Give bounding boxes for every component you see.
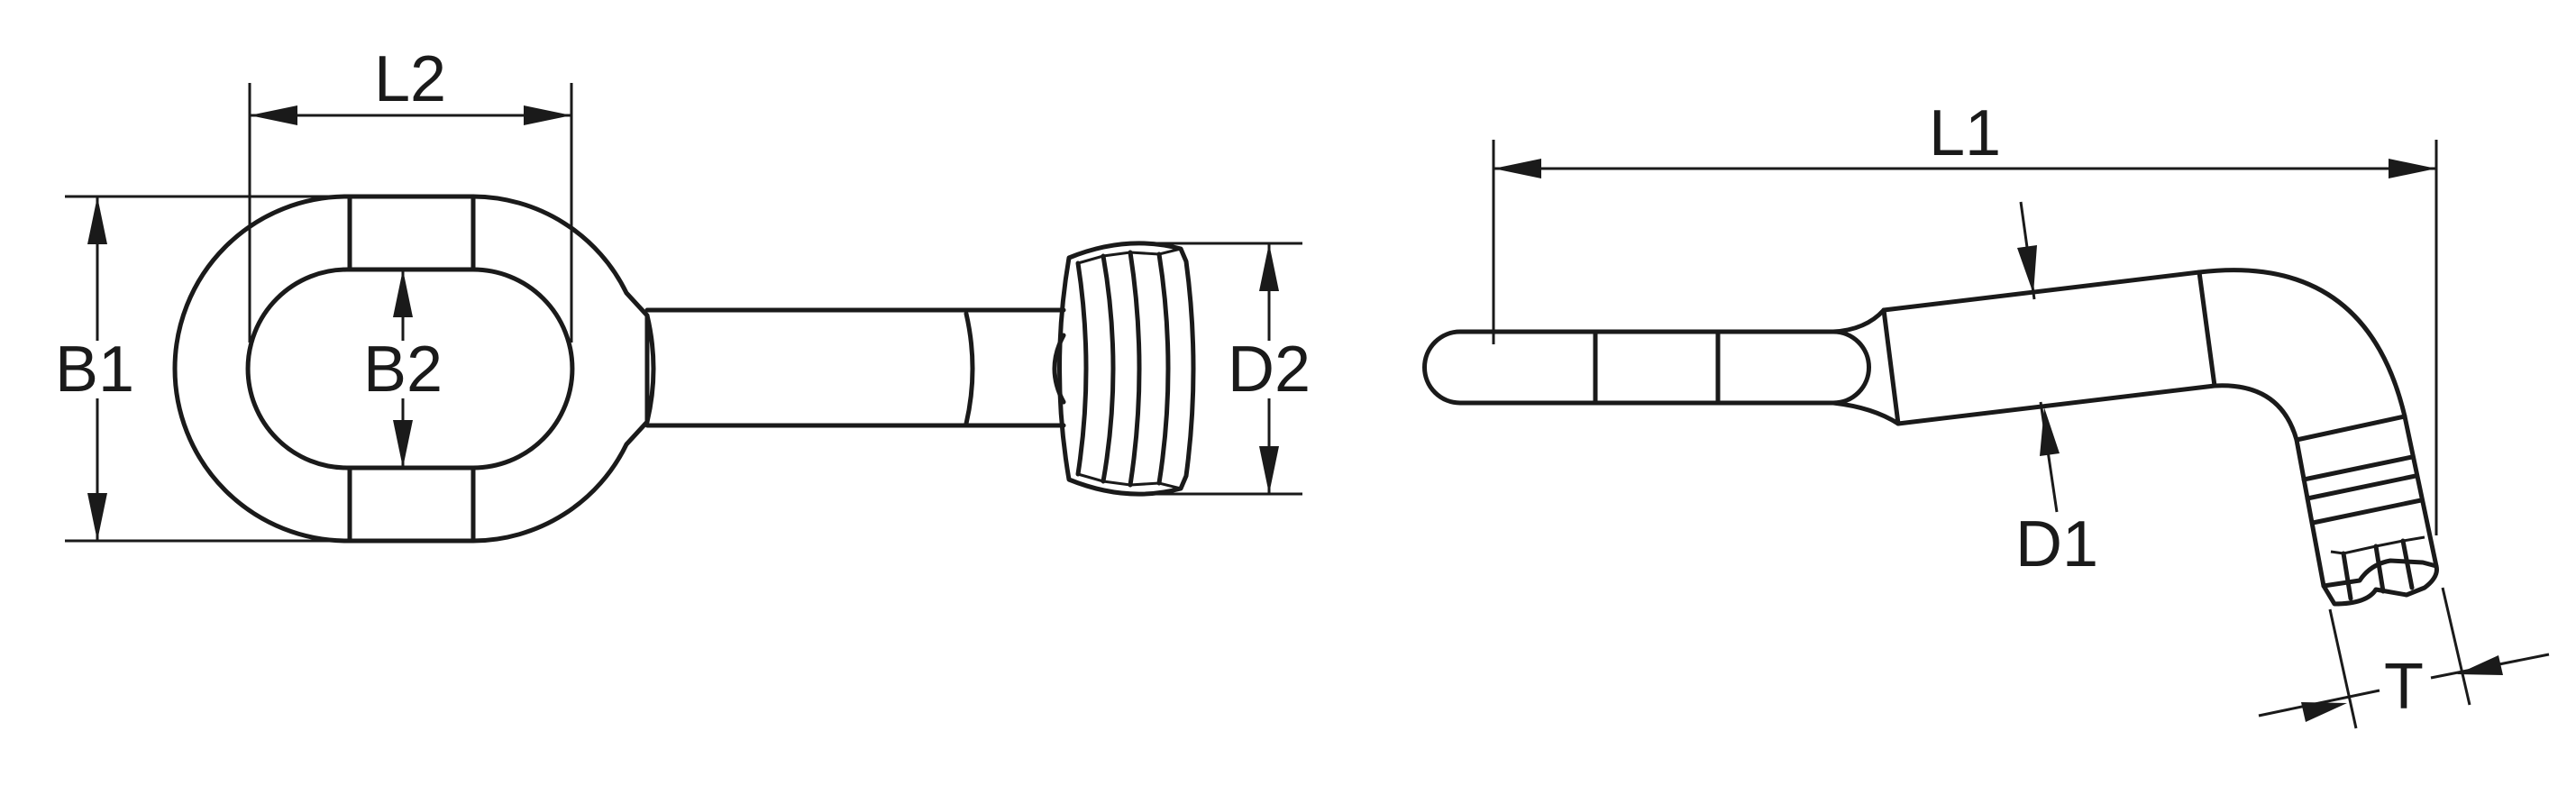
- dimension-b2: B2: [363, 270, 443, 468]
- thread-ridge-4: [1156, 251, 1171, 486]
- l1-label: L1: [1929, 97, 2001, 169]
- side-thread-tip-groove-3: [2400, 538, 2415, 590]
- b2-arrow-bottom: [393, 420, 413, 468]
- l1-arrow-left: [1494, 159, 1541, 178]
- eye-neck: [644, 313, 656, 425]
- t-extension-right: [2441, 587, 2471, 706]
- thread-ridge-3: [1128, 250, 1142, 488]
- side-neck-bottom: [1831, 400, 1901, 426]
- side-bend-inner: [2212, 383, 2299, 443]
- side-shank-top-edge: [1881, 270, 2202, 313]
- side-shank-bottom-edge: [1895, 383, 2217, 426]
- dimension-d1: D1: [2015, 201, 2098, 580]
- side-thread-band-4: [2310, 498, 2424, 526]
- side-thread-band-3: [2305, 473, 2418, 501]
- t-label: T: [2384, 651, 2424, 723]
- d2-arrow-bottom: [1259, 446, 1279, 494]
- side-neck-top: [1831, 307, 1886, 334]
- side-thread-band-2: [2301, 454, 2415, 482]
- t-arrow-left: [2301, 702, 2347, 722]
- side-thread-tip-flank: [2330, 535, 2425, 555]
- eye-bolt-side-view: [1422, 268, 2439, 607]
- dimension-t: T: [2258, 587, 2550, 729]
- b1-label: B1: [55, 334, 134, 406]
- side-eye-section: [1422, 329, 1871, 406]
- d1-arrow-bottom: [2040, 407, 2060, 456]
- l2-arrow-right: [524, 105, 571, 125]
- dimension-l2: L2: [248, 43, 573, 343]
- d2-arrow-top: [1259, 243, 1279, 291]
- t-arrow-right: [2457, 655, 2503, 675]
- dimension-d2: D2: [1145, 242, 1311, 496]
- side-shank-collar-end: [2197, 270, 2217, 388]
- b1-arrow-top: [87, 196, 107, 244]
- side-thread-outer-edge: [2402, 414, 2439, 569]
- l2-arrow-left: [250, 105, 297, 125]
- eye-bolt-front-view: [172, 194, 1196, 544]
- t-extension-left: [2328, 608, 2358, 729]
- thread-crest-bottom: [1077, 472, 1182, 490]
- b2-label: B2: [363, 334, 443, 406]
- d1-dimension-line-lower: [2039, 401, 2059, 513]
- side-thread-tip-groove-1: [2341, 551, 2353, 601]
- b2-arrow-top: [393, 270, 413, 317]
- thread-ridge-1: [1075, 260, 1089, 477]
- l2-label: L2: [374, 43, 446, 115]
- d1-arrow-top: [2017, 245, 2037, 294]
- side-bend-outer: [2197, 268, 2407, 419]
- side-shank-collar-start: [1881, 307, 1901, 426]
- dimension-l1: L1: [1492, 97, 2438, 535]
- side-thread-tip-groove-2: [2373, 544, 2386, 594]
- thread-end-cap: [1052, 333, 1066, 405]
- b1-arrow-bottom: [87, 493, 107, 541]
- dimension-b1: B1: [55, 195, 347, 543]
- eye-outer-outline: [172, 194, 650, 544]
- thread-ridge-2: [1101, 253, 1116, 484]
- thread-crest-top: [1077, 247, 1182, 265]
- side-thread-tip: [2321, 558, 2439, 607]
- d2-label: D2: [1228, 334, 1311, 406]
- shank-shoulder: [964, 311, 975, 426]
- l1-arrow-right: [2389, 159, 2436, 178]
- d1-label: D1: [2015, 508, 2098, 580]
- side-thread-band-1: [2294, 414, 2407, 443]
- side-thread-inner-edge: [2294, 437, 2326, 589]
